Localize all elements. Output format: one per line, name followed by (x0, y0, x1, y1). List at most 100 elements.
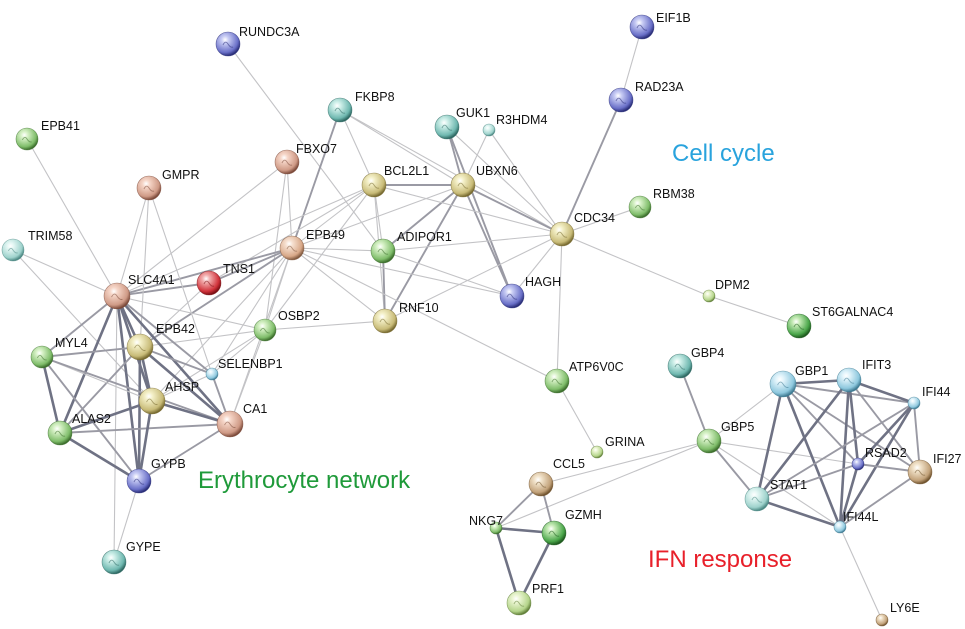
edge-trim58-slc4a1 (12, 249, 118, 297)
node-label-fkbp8: FKBP8 (355, 90, 395, 104)
edge-gbp5-ccl5 (540, 440, 710, 485)
node-rbm38[interactable]: RBM38 (628, 187, 695, 219)
node-gzmh[interactable]: GZMH (541, 508, 602, 546)
node-ubxn6[interactable]: UBXN6 (450, 164, 518, 198)
node-ball-rsad2[interactable] (851, 457, 865, 471)
node-ball-ifi44[interactable] (907, 396, 921, 410)
node-eif1b[interactable]: EIF1B (629, 11, 691, 40)
node-ifit3[interactable]: IFIT3 (836, 358, 891, 393)
node-stat1[interactable]: STAT1 (744, 478, 807, 512)
node-label-ifit3: IFIT3 (862, 358, 891, 372)
edge-bcl2l1-slc4a1 (116, 184, 375, 297)
edge-myl4-ca1 (41, 356, 231, 425)
node-hagh[interactable]: HAGH (499, 275, 561, 309)
node-label-gype: GYPE (126, 540, 161, 554)
node-rnf10[interactable]: RNF10 (372, 301, 439, 334)
node-ball-dpm2[interactable] (702, 289, 716, 303)
node-rundc3a[interactable]: RUNDC3A (215, 25, 300, 57)
node-tns1[interactable]: TNS1 (196, 262, 255, 296)
edge-epb42-gypb (137, 345, 142, 483)
node-label-selenbp1: SELENBP1 (218, 357, 283, 371)
node-label-guk1: GUK1 (456, 106, 490, 120)
edge-ifi44-stat1 (756, 402, 915, 500)
node-ifi44l[interactable]: IFI44L (833, 510, 878, 534)
edge-fkbp8-epb49 (291, 109, 341, 249)
node-ball-nkg7[interactable] (489, 521, 503, 535)
edge-ifit3-stat1 (755, 378, 851, 501)
node-ball-ifi44l[interactable] (833, 520, 847, 534)
node-myl4[interactable]: MYL4 (30, 336, 88, 369)
edge-stat1-ifi44l (755, 497, 842, 529)
node-structure-trim58 (7, 247, 18, 254)
edge-atp6v0c-grina (556, 380, 598, 453)
node-structure-guk1 (441, 124, 453, 131)
node-st6galnac4[interactable]: ST6GALNAC4 (786, 305, 893, 339)
node-gbp5[interactable]: GBP5 (696, 420, 754, 454)
node-osbp2[interactable]: OSBP2 (253, 309, 320, 342)
node-gype[interactable]: GYPE (101, 540, 161, 575)
node-ca1[interactable]: CA1 (216, 402, 267, 438)
node-dpm2[interactable]: DPM2 (702, 278, 750, 303)
node-ly6e[interactable]: LY6E (875, 601, 920, 627)
node-structure-tns1 (203, 280, 215, 287)
edge-osbp2-rnf10 (264, 320, 386, 331)
node-label-prf1: PRF1 (532, 582, 564, 596)
node-ball-selenbp1[interactable] (205, 367, 219, 381)
node-trim58[interactable]: TRIM58 (1, 229, 73, 262)
node-ifi44[interactable]: IFI44 (907, 385, 951, 410)
edge-gbp4-gbp5 (679, 365, 710, 442)
edge-cdc34-adipor1 (382, 233, 563, 252)
node-structure-cdc34 (556, 231, 568, 238)
node-nkg7[interactable]: NKG7 (469, 514, 503, 535)
node-gmpr[interactable]: GMPR (136, 168, 200, 201)
node-rad23a[interactable]: RAD23A (608, 80, 684, 113)
edge-cdc34-rbm38 (561, 206, 641, 235)
node-epb41[interactable]: EPB41 (15, 119, 80, 151)
node-epb49[interactable]: EPB49 (279, 228, 345, 261)
edge-gmpr-epb42 (139, 187, 150, 348)
node-ball-grina[interactable] (590, 445, 604, 459)
node-label-adipor1: ADIPOR1 (397, 230, 452, 244)
node-ccl5[interactable]: CCL5 (528, 457, 585, 497)
node-rsad2[interactable]: RSAD2 (851, 446, 907, 471)
node-gbp4[interactable]: GBP4 (667, 346, 724, 379)
node-guk1[interactable]: GUK1 (434, 106, 490, 140)
edge-slc4a1-myl4 (41, 295, 118, 358)
node-bcl2l1[interactable]: BCL2L1 (361, 164, 429, 198)
edge-ca1-gypb (138, 423, 231, 482)
node-ifi27[interactable]: IFI27 (907, 452, 962, 485)
edge-epb49-ahsp (151, 247, 293, 402)
node-prf1[interactable]: PRF1 (506, 582, 564, 616)
node-fbxo7[interactable]: FBXO7 (274, 142, 337, 175)
node-grina[interactable]: GRINA (590, 435, 645, 459)
node-ball-ly6e[interactable] (875, 613, 889, 627)
node-adipor1[interactable]: ADIPOR1 (370, 230, 452, 264)
edge-slc4a1-alas2 (58, 294, 119, 435)
node-atp6v0c[interactable]: ATP6V0C (544, 360, 624, 394)
edge-ifit3-ifi27 (848, 379, 921, 473)
node-label-ifi27: IFI27 (933, 452, 962, 466)
node-label-cdc34: CDC34 (574, 211, 615, 225)
node-fkbp8[interactable]: FKBP8 (327, 90, 395, 123)
edge-gbp5-stat1 (708, 440, 758, 500)
node-structure-atp6v0c (551, 378, 563, 385)
node-selenbp1[interactable]: SELENBP1 (205, 357, 283, 381)
node-cdc34[interactable]: CDC34 (549, 211, 615, 247)
node-epb42[interactable]: EPB42 (126, 322, 195, 361)
node-label-bcl2l1: BCL2L1 (384, 164, 429, 178)
node-gbp1[interactable]: GBP1 (769, 364, 828, 398)
node-alas2[interactable]: ALAS2 (47, 412, 111, 446)
node-gypb[interactable]: GYPB (126, 457, 186, 494)
node-label-nkg7: NKG7 (469, 514, 503, 528)
node-slc4a1[interactable]: SLC4A1 (103, 273, 175, 310)
node-structure-rbm38 (634, 204, 645, 211)
node-ahsp[interactable]: AHSP (138, 380, 199, 415)
node-ball-r3hdm4[interactable] (482, 123, 496, 137)
edge-fbxo7-slc4a1 (116, 161, 288, 297)
edge-fkbp8-ubxn6 (339, 109, 464, 186)
node-label-rad23a: RAD23A (635, 80, 684, 94)
edge-rsad2-ifi44l (838, 462, 860, 529)
node-r3hdm4[interactable]: R3HDM4 (482, 113, 547, 137)
node-structure-rundc3a (222, 41, 234, 48)
edge-cdc34-dpm2 (561, 233, 710, 297)
